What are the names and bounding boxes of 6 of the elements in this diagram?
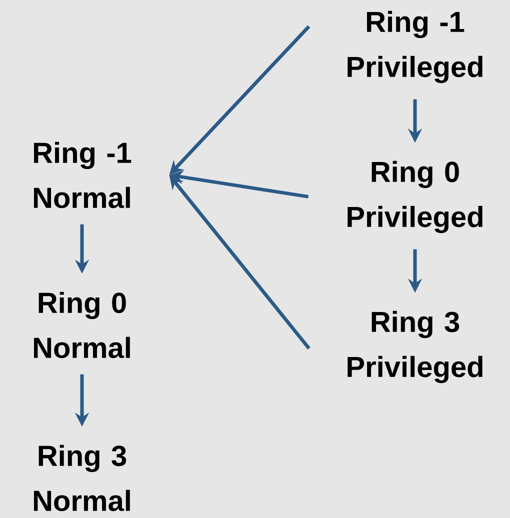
node-label: Ring -1 Normal xyxy=(34,142,132,208)
node-label: Ring -1 Privileged xyxy=(348,10,482,84)
node-label: Ring 0 Normal xyxy=(34,292,130,358)
node-label: Ring 3 Privileged xyxy=(348,310,482,384)
node-label: Ring 0 Privileged xyxy=(348,160,482,234)
node-label: Ring 3 Normal xyxy=(34,444,130,512)
